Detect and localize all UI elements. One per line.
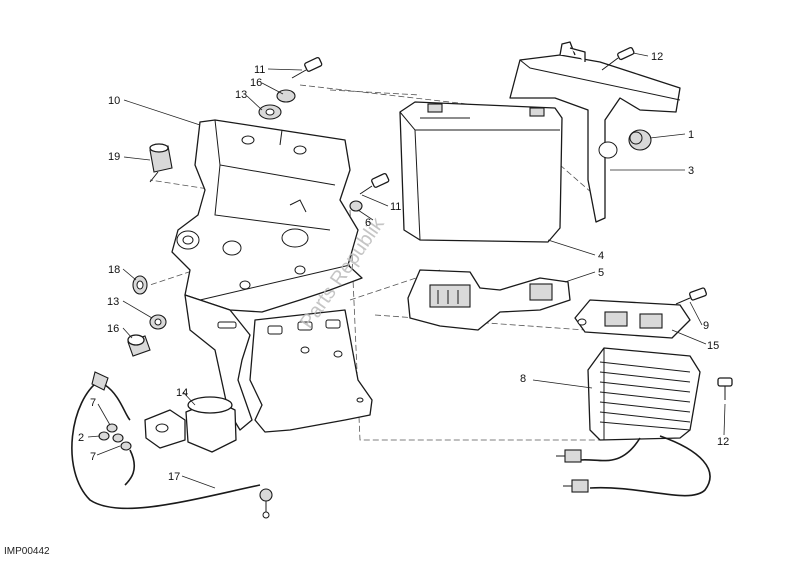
callout-9: 9 xyxy=(703,320,709,332)
callout-11b: 11 xyxy=(390,201,401,213)
relay-nuts-washers xyxy=(98,423,132,451)
callout-13b: 13 xyxy=(107,296,119,308)
relay-cable xyxy=(71,371,273,519)
callout-14: 14 xyxy=(176,387,188,399)
voltage-regulator xyxy=(587,347,701,441)
callout-4: 4 xyxy=(598,250,604,262)
callout-3: 3 xyxy=(688,165,694,177)
callout-16b: 16 xyxy=(107,323,119,335)
callout-13a: 13 xyxy=(235,89,247,101)
grommet xyxy=(132,275,148,295)
rubber-buffer xyxy=(149,143,173,183)
screw-upper xyxy=(601,47,635,71)
callout-6: 6 xyxy=(365,217,371,229)
callout-19: 19 xyxy=(108,151,120,163)
battery-cover-bracket xyxy=(509,41,681,223)
bolt-right-stack xyxy=(349,173,390,212)
screw-lower xyxy=(717,377,733,400)
callout-11a: 11 xyxy=(254,64,265,76)
callout-12b: 12 xyxy=(717,436,729,448)
rubber-plug xyxy=(628,129,652,151)
callout-10: 10 xyxy=(108,95,120,107)
spacer-lower-stack xyxy=(127,314,167,357)
callout-2: 2 xyxy=(78,432,84,444)
callout-15: 15 xyxy=(707,340,719,352)
tray-side-flange xyxy=(184,294,253,431)
lower-mounting-plate xyxy=(249,309,373,433)
callout-7a: 7 xyxy=(90,397,96,409)
callout-18: 18 xyxy=(108,264,120,276)
connector-block xyxy=(574,299,691,339)
regulator-wiring xyxy=(556,435,711,497)
callout-labels: 1 2 3 4 5 6 7 7 8 9 10 11 11 12 12 13 13… xyxy=(78,51,729,483)
callout-1: 1 xyxy=(688,129,694,141)
drawing-code: IMP00442 xyxy=(4,546,50,557)
callout-16a: 16 xyxy=(250,77,262,89)
callout-8: 8 xyxy=(520,373,526,385)
callout-7b: 7 xyxy=(90,451,96,463)
battery xyxy=(399,101,563,243)
callout-17: 17 xyxy=(168,471,180,483)
screw-connector xyxy=(675,287,707,305)
battery-tray-bracket xyxy=(171,119,363,313)
starter-relay xyxy=(144,396,237,453)
callout-12a: 12 xyxy=(651,51,663,63)
callout-leader-lines xyxy=(87,52,726,489)
callout-5: 5 xyxy=(598,267,604,279)
relay-holder xyxy=(407,269,571,331)
